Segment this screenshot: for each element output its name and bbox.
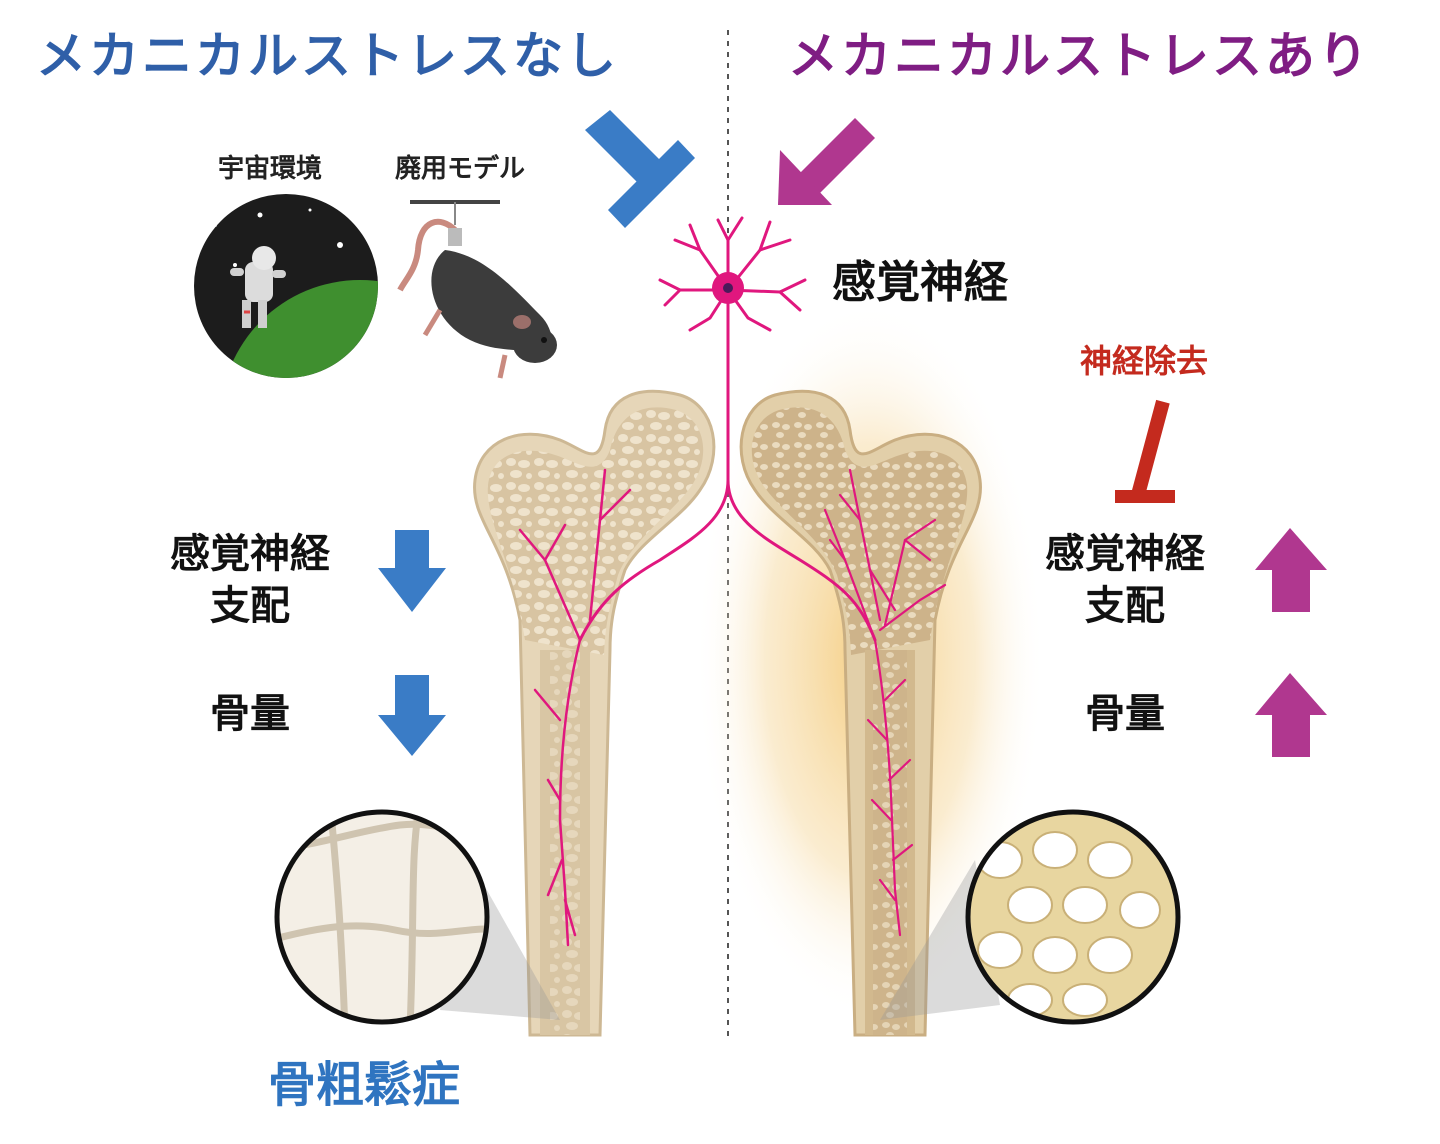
right-innervation-label-line2: 支配 xyxy=(1085,583,1165,629)
denervation-inhibition-icon xyxy=(1115,399,1175,503)
space-environment-label: 宇宙環境 xyxy=(218,154,323,184)
left-innervation-label-line2: 支配 xyxy=(210,583,290,629)
right-title: メカニカルストレスあり xyxy=(788,27,1371,85)
neuron-label: 感覚神経 xyxy=(832,257,1008,308)
right-innervation-up-arrow-icon xyxy=(1255,528,1327,612)
right-innervation-label-line1: 感覚神経 xyxy=(1045,531,1205,577)
stimulation-arrow-purple xyxy=(778,118,875,205)
left-innervation-label: 感覚神経 支配 xyxy=(150,528,350,632)
right-bone-mass-label: 骨量 xyxy=(1085,691,1165,737)
left-innervation-label-line1: 感覚神経 xyxy=(170,531,330,577)
inhibition-arrow-blue xyxy=(585,110,695,228)
right-trabecular-zoom-image xyxy=(965,809,1181,1025)
denervation-label: 神経除去 xyxy=(1080,342,1209,380)
disuse-model-label: 廃用モデル xyxy=(395,154,526,184)
left-innervation-down-arrow-icon xyxy=(378,530,446,612)
space-environment-image xyxy=(194,194,378,378)
right-bone-mass-up-arrow-icon xyxy=(1255,673,1327,757)
right-innervation-label: 感覚神経 支配 xyxy=(1025,528,1225,632)
left-femur xyxy=(473,389,716,1037)
left-bone-mass-label: 骨量 xyxy=(210,691,290,737)
left-bone-nerves xyxy=(518,468,632,947)
left-title: メカニカルストレスなし xyxy=(36,27,619,85)
right-bone-nerves xyxy=(823,468,947,937)
astronaut xyxy=(230,246,286,328)
osteoporosis-label: 骨粗鬆症 xyxy=(268,1057,461,1113)
left-bone-mass-down-arrow-icon xyxy=(378,675,446,756)
mouse-disuse-model-image xyxy=(397,200,557,379)
